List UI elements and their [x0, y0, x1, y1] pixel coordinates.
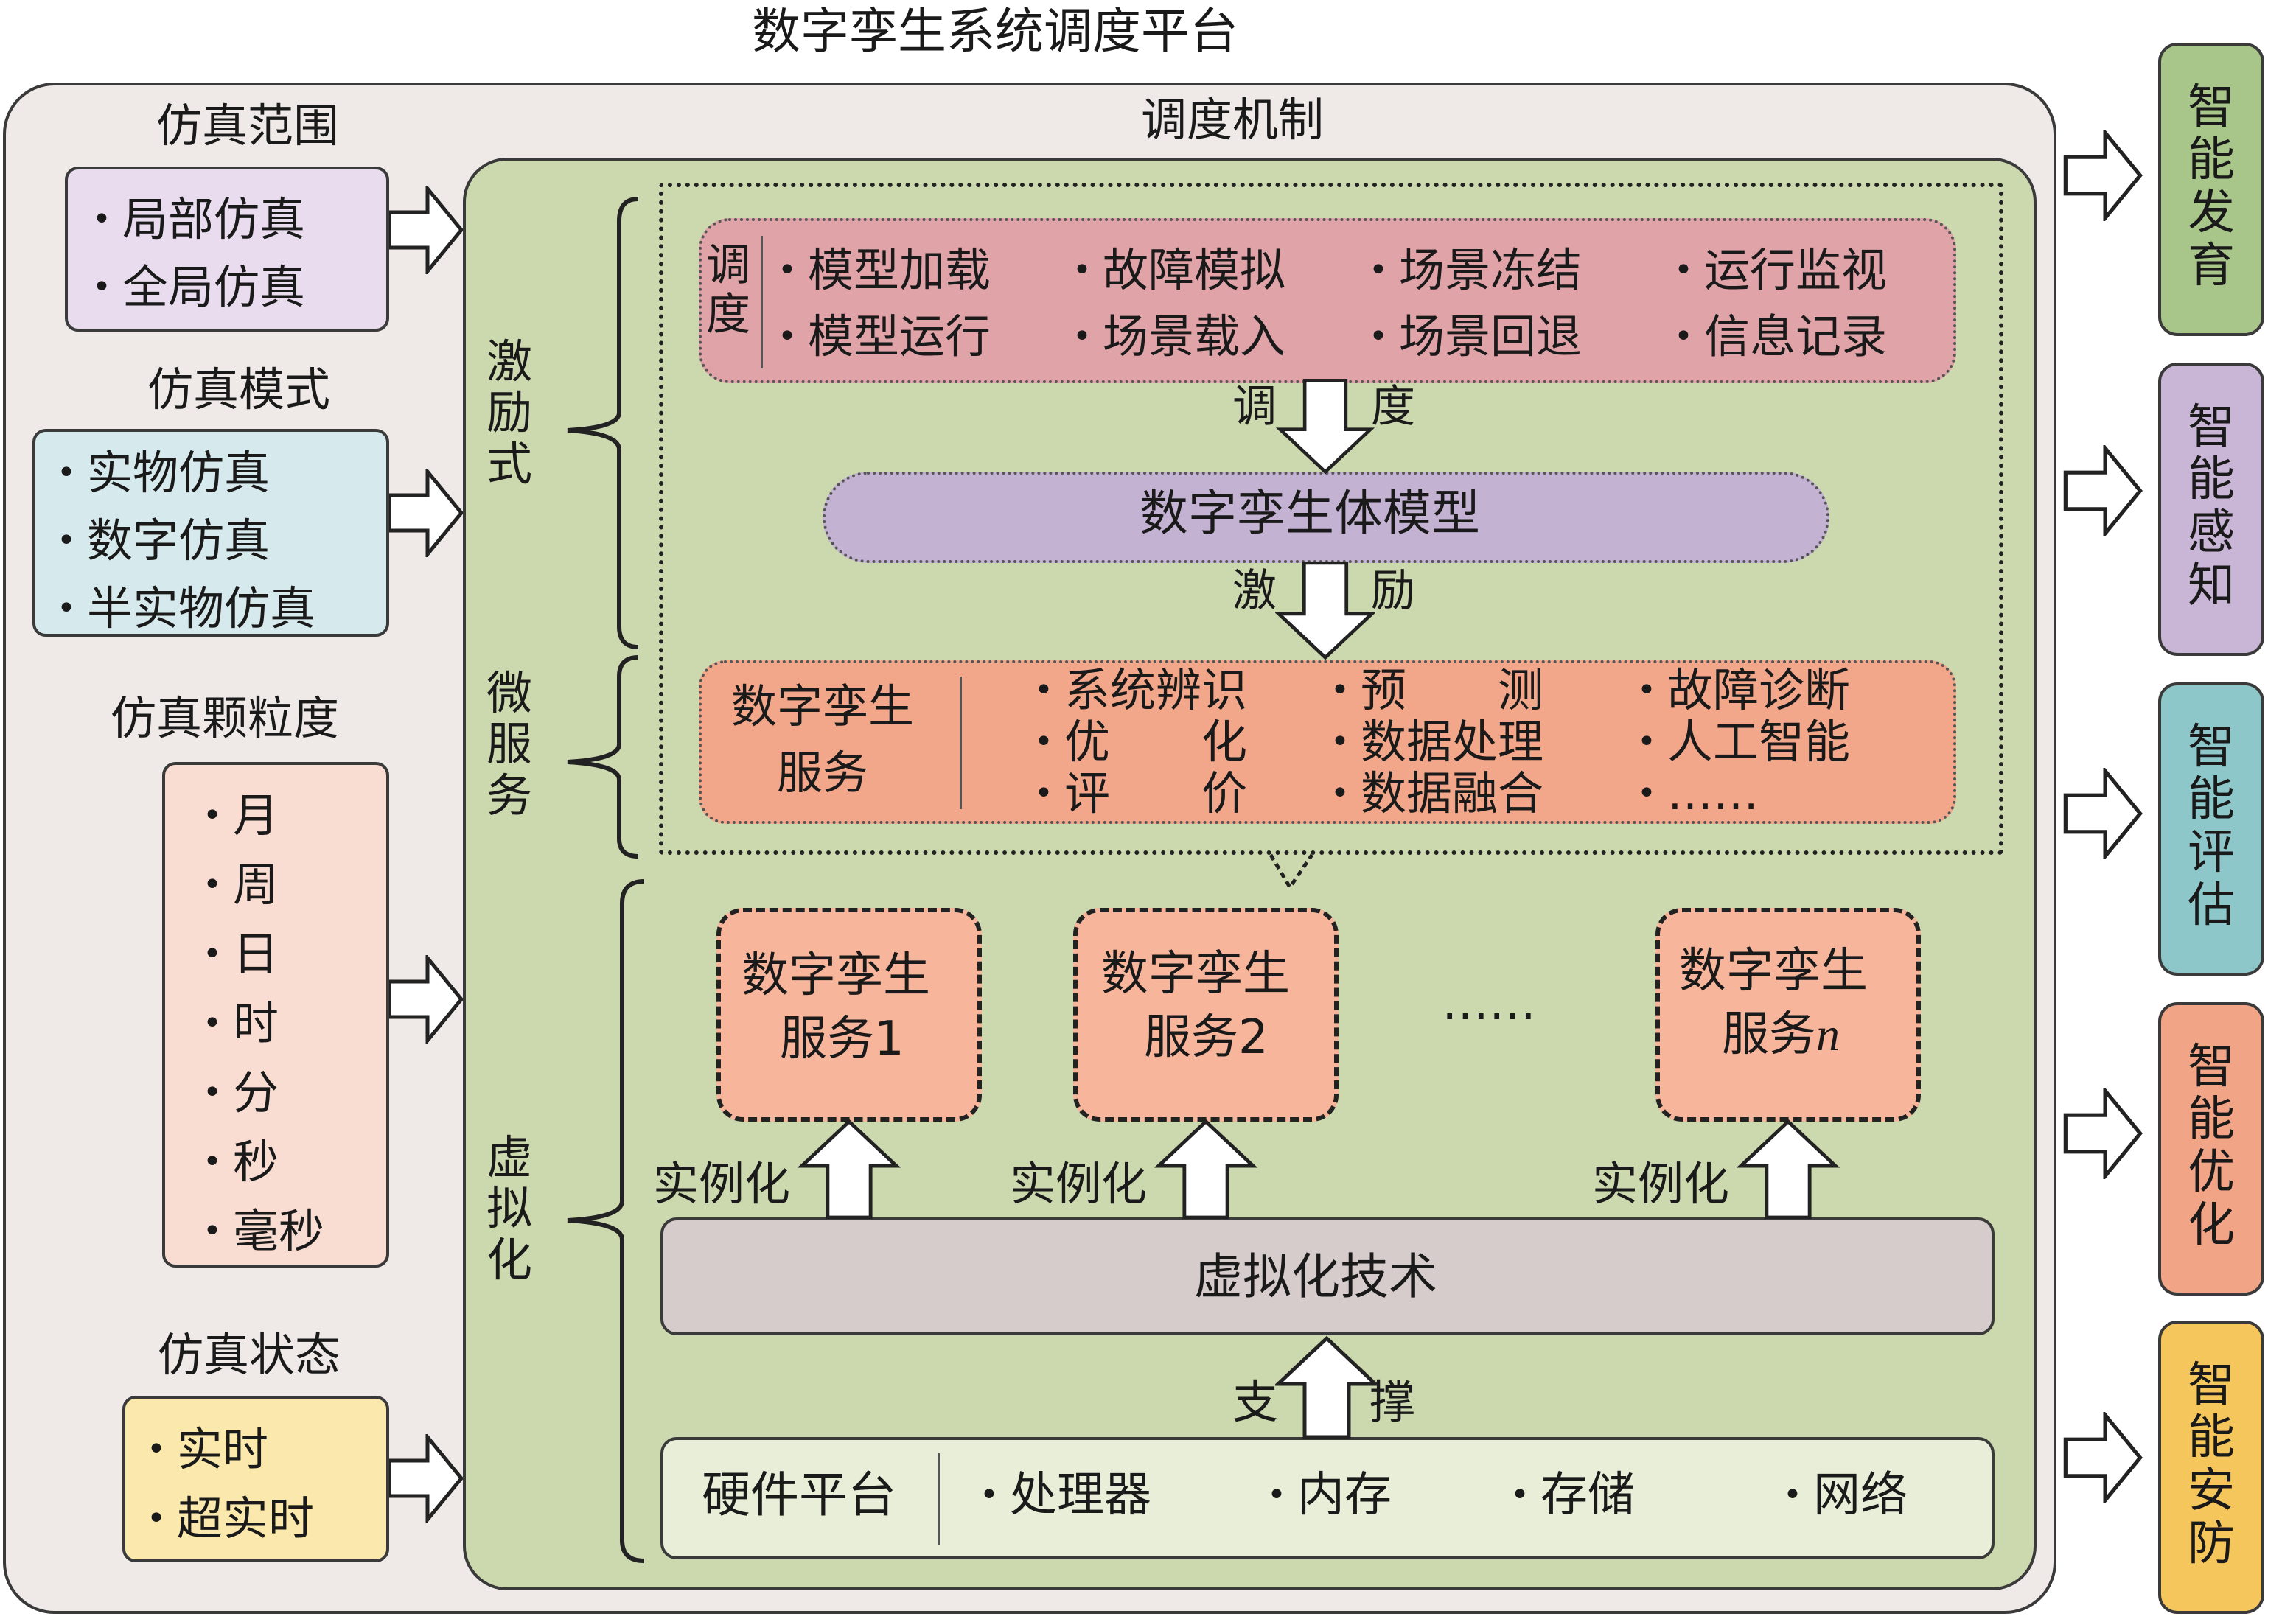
schedule-item: 故障模拟 — [1061, 237, 1358, 304]
schedule-item: 信息记录 — [1663, 304, 1943, 370]
hardware-item: 网络 — [1772, 1471, 1993, 1520]
output-label: 智能优化 — [2188, 1039, 2235, 1253]
output-box: 智能安防 — [2158, 1321, 2264, 1614]
instances-ellipsis: …… — [1442, 976, 1536, 1031]
output-label: 智能安防 — [2188, 1357, 2235, 1571]
mode-title: 仿真模式 — [147, 363, 331, 416]
range-item: 局部仿真 — [81, 186, 305, 254]
service-instance-n — [1655, 908, 1921, 1122]
granularity-item: 毫秒 — [192, 1197, 324, 1266]
service-item: 系统辨识 — [1023, 665, 1247, 716]
service-item: 评 价 — [1023, 768, 1247, 819]
schedule-divider — [761, 236, 763, 368]
service-item: 优 化 — [1023, 716, 1247, 768]
service-item: 数据处理 — [1319, 716, 1543, 768]
granularity-item: 秒 — [192, 1128, 324, 1197]
instantiate-label-1: 实例化 — [653, 1157, 791, 1211]
schedule-item: 模型加载 — [767, 237, 1061, 304]
microservice-dashed-frame — [659, 183, 2003, 855]
bracket-label-virtualization: 虚拟化 — [486, 1130, 533, 1287]
arrow-label-excite-1: 激 — [1232, 565, 1277, 617]
instantiate-label-n: 实例化 — [1592, 1157, 1730, 1211]
bracket-label-microservice: 微服务 — [486, 666, 533, 822]
hardware-divider — [938, 1453, 940, 1545]
arrow-out-3 — [2065, 771, 2140, 856]
instance-1-line1: 数字孪生 — [742, 948, 930, 1003]
hardware-item: 内存 — [1256, 1471, 1499, 1520]
state-item: 超实时 — [136, 1484, 314, 1553]
schedule-item: 模型运行 — [767, 304, 1061, 370]
output-box: 智能优化 — [2158, 1002, 2264, 1296]
services-label-1: 数字孪生 — [731, 679, 915, 733]
granularity-item: 时 — [192, 989, 324, 1058]
range-box: 局部仿真 全局仿真 — [65, 167, 389, 332]
output-box: 智能发育 — [2158, 43, 2264, 336]
services-label-2: 服务 — [777, 746, 869, 800]
instantiate-label-2: 实例化 — [1010, 1157, 1148, 1211]
arrow-label-schedule-2: 度 — [1371, 381, 1415, 433]
range-title: 仿真范围 — [156, 99, 340, 153]
granularity-title: 仿真颗粒度 — [111, 691, 340, 745]
schedule-item: 运行监视 — [1663, 237, 1943, 304]
support-label-1: 支 — [1232, 1375, 1279, 1429]
state-box: 实时 超实时 — [122, 1396, 389, 1562]
service-item: …… — [1626, 768, 1850, 819]
instance-n-line1: 数字孪生 — [1679, 944, 1868, 999]
mode-item: 半实物仿真 — [46, 575, 315, 643]
twin-model-label: 数字孪生体模型 — [1140, 485, 1480, 542]
platform-title: 数字孪生系统调度平台 — [752, 3, 1238, 60]
output-box: 智能评估 — [2158, 682, 2264, 976]
output-label: 智能发育 — [2188, 80, 2235, 293]
mechanism-title: 调度机制 — [1141, 93, 1325, 147]
output-box: 智能感知 — [2158, 363, 2264, 656]
granularity-item: 日 — [192, 920, 324, 989]
arrow-out-4 — [2065, 1091, 2140, 1176]
hardware-label: 硬件平台 — [702, 1467, 896, 1523]
output-label: 智能评估 — [2188, 719, 2235, 933]
support-label-2: 撑 — [1369, 1375, 1416, 1429]
bracket-label-excite: 激励式 — [486, 335, 533, 491]
range-item: 全局仿真 — [81, 254, 305, 321]
instance-2-line2: 服务2 — [1144, 1010, 1269, 1065]
arrow-label-excite-2: 励 — [1371, 565, 1415, 617]
hardware-item: 处理器 — [969, 1471, 1256, 1520]
state-title: 仿真状态 — [158, 1328, 341, 1382]
mechanism-panel — [463, 158, 2037, 1590]
mode-item: 实物仿真 — [46, 439, 315, 507]
granularity-item: 分 — [192, 1058, 324, 1128]
schedule-item: 场景冻结 — [1358, 237, 1663, 304]
arrow-out-2 — [2065, 448, 2140, 534]
service-instance-2 — [1073, 908, 1339, 1122]
service-item: 人工智能 — [1626, 716, 1850, 768]
arrow-label-schedule-1: 调 — [1232, 381, 1277, 433]
instance-2-line1: 数字孪生 — [1101, 947, 1290, 1001]
mode-item: 数字仿真 — [46, 507, 315, 575]
service-item: 故障诊断 — [1626, 665, 1850, 716]
virtualization-label: 虚拟化技术 — [1194, 1248, 1437, 1305]
instance-n-line2: 服务n — [1722, 1007, 1840, 1062]
service-instance-1 — [716, 908, 982, 1122]
schedule-label: 调度 — [706, 240, 750, 341]
output-label: 智能感知 — [2188, 399, 2235, 613]
granularity-box: 月 周 日 时 分 秒 毫秒 — [162, 762, 389, 1268]
schedule-item: 场景回退 — [1358, 304, 1663, 370]
service-item: 数据融合 — [1319, 768, 1543, 819]
instance-1-line2: 服务1 — [780, 1012, 904, 1066]
granularity-item: 周 — [192, 850, 324, 920]
granularity-item: 月 — [192, 781, 324, 850]
arrow-out-1 — [2065, 133, 2140, 218]
services-divider — [960, 677, 962, 809]
hardware-item: 存储 — [1499, 1471, 1772, 1520]
state-item: 实时 — [136, 1415, 314, 1484]
mode-box: 实物仿真 数字仿真 半实物仿真 — [32, 429, 389, 637]
service-item: 预 测 — [1319, 665, 1543, 716]
arrow-out-5 — [2065, 1415, 2140, 1500]
virtualization-box — [660, 1217, 1995, 1335]
schedule-item: 场景载入 — [1061, 304, 1358, 370]
